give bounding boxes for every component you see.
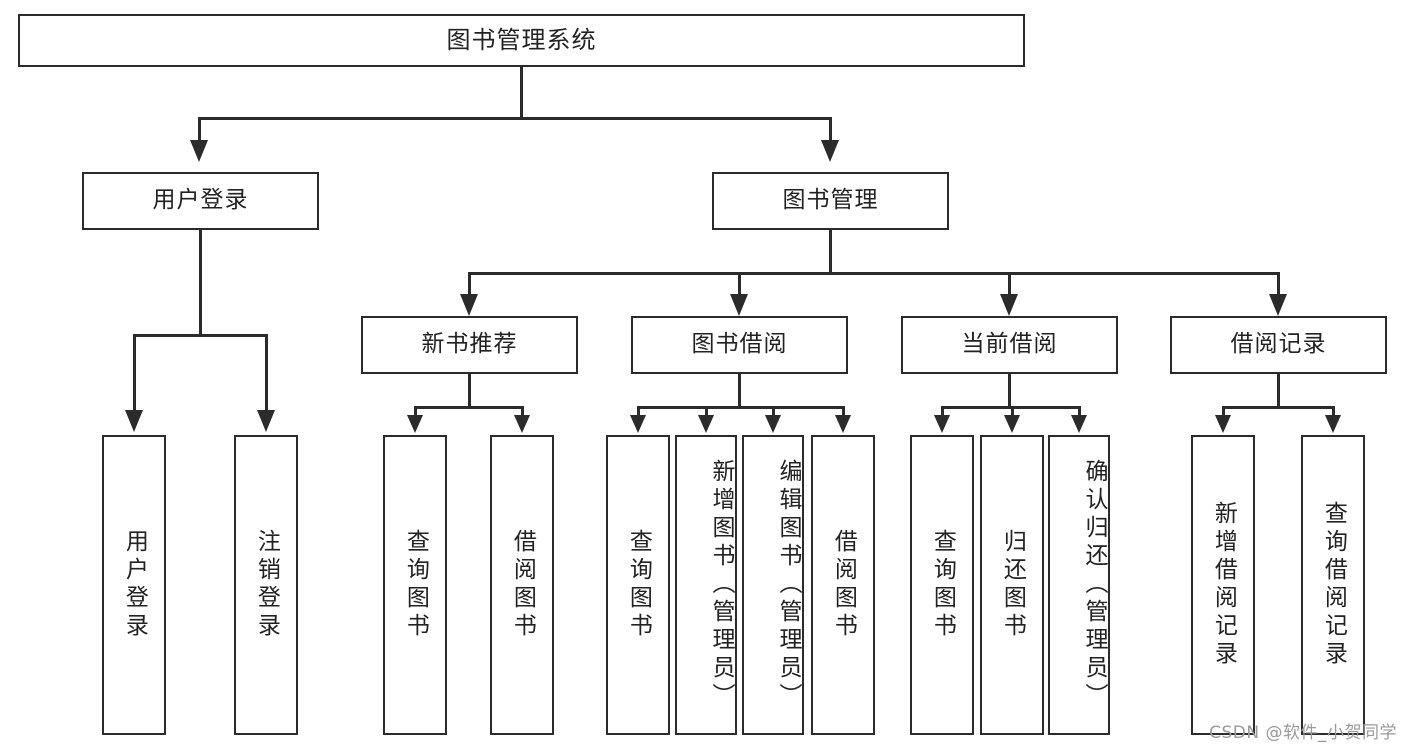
arrowhead-leaf-borrow-book-1 <box>514 415 530 433</box>
node-current-borrow[interactable]: 当前借阅 <box>901 316 1118 374</box>
edge-user-login-to-leaf-1 <box>133 334 136 412</box>
arrowhead-leaf-query-book-3 <box>934 415 950 433</box>
arrowhead-current-borrow <box>1000 294 1018 316</box>
edge-cb-stem <box>1008 374 1011 409</box>
leaf-add-book[interactable]: 新增图书（管理员） <box>675 435 737 735</box>
edge-root-stem <box>520 67 523 119</box>
edge-bm-to-book-borrow <box>738 272 741 296</box>
leaf-borrow-book-2[interactable]: 借阅图书 <box>811 435 875 735</box>
csdn-watermark: CSDN @软件_小贺同学 <box>1209 723 1397 743</box>
leaf-user-login[interactable]: 用户登录 <box>102 435 166 735</box>
edge-bm-to-borrow-record <box>1277 272 1280 296</box>
node-user-login[interactable]: 用户登录 <box>82 172 319 230</box>
leaf-query-record[interactable]: 查询借阅记录 <box>1301 435 1365 735</box>
edge-root-distributor <box>198 117 832 120</box>
edge-cb-to-leaf-3 <box>1078 406 1081 420</box>
leaf-edit-book[interactable]: 编辑图书（管理员） <box>742 435 804 735</box>
arrowhead-borrow-record <box>1269 294 1287 316</box>
arrowhead-leaf-user-login <box>125 410 143 432</box>
edge-nbr-stem <box>468 374 471 409</box>
edge-book-management-stem <box>829 230 832 274</box>
arrowhead-leaf-borrow-book-2 <box>835 415 851 433</box>
edge-user-login-to-leaf-2 <box>265 334 268 412</box>
node-book-management[interactable]: 图书管理 <box>712 172 949 230</box>
node-book-borrow[interactable]: 图书借阅 <box>631 316 848 374</box>
edge-nbr-distributor <box>414 406 524 409</box>
edge-user-login-distributor <box>133 334 268 337</box>
edge-cb-to-leaf-1 <box>941 406 944 420</box>
arrowhead-leaf-query-book-2 <box>630 415 646 433</box>
arrowhead-leaf-edit-book <box>765 415 781 433</box>
edge-bb-to-leaf-4 <box>842 406 845 420</box>
arrowhead-new-book-recommend <box>460 294 478 316</box>
arrowhead-book-management <box>821 140 839 162</box>
edge-nbr-to-leaf-1 <box>414 406 417 420</box>
arrowhead-book-borrow <box>730 294 748 316</box>
edge-bb-stem <box>738 374 741 409</box>
edge-root-to-user-login <box>198 117 201 142</box>
edge-bb-to-leaf-2 <box>705 406 708 420</box>
edge-br-distributor <box>1222 406 1335 409</box>
arrowhead-leaf-return-book <box>1004 415 1020 433</box>
leaf-add-record[interactable]: 新增借阅记录 <box>1191 435 1255 735</box>
edge-bm-to-current-borrow <box>1008 272 1011 296</box>
edge-br-stem <box>1277 374 1280 409</box>
edge-book-management-distributor <box>468 272 1280 275</box>
leaf-confirm-return[interactable]: 确认归还（管理员） <box>1048 435 1110 735</box>
edge-root-to-book-management <box>829 117 832 142</box>
edge-cb-to-leaf-2 <box>1011 406 1014 420</box>
arrowhead-leaf-query-book-1 <box>407 415 423 433</box>
edge-bb-distributor <box>637 406 845 409</box>
edge-bb-to-leaf-3 <box>772 406 775 420</box>
edge-nbr-to-leaf-2 <box>521 406 524 420</box>
arrowhead-leaf-confirm-return <box>1071 415 1087 433</box>
arrowhead-leaf-query-record <box>1325 415 1341 433</box>
edge-bm-to-new-book <box>468 272 471 296</box>
edge-user-login-stem <box>199 230 202 336</box>
leaf-return-book[interactable]: 归还图书 <box>980 435 1044 735</box>
arrowhead-user-login <box>190 140 208 162</box>
node-new-book-recommend[interactable]: 新书推荐 <box>361 316 578 374</box>
arrowhead-leaf-user-logout <box>257 410 275 432</box>
arrowhead-leaf-add-book <box>698 415 714 433</box>
leaf-user-logout[interactable]: 注销登录 <box>234 435 298 735</box>
edge-br-to-leaf-1 <box>1222 406 1225 420</box>
leaf-borrow-book-1[interactable]: 借阅图书 <box>490 435 554 735</box>
leaf-query-book-2[interactable]: 查询图书 <box>606 435 670 735</box>
arrowhead-leaf-add-record <box>1215 415 1231 433</box>
edge-bb-to-leaf-1 <box>637 406 640 420</box>
node-root-system[interactable]: 图书管理系统 <box>18 14 1025 67</box>
leaf-query-book-3[interactable]: 查询图书 <box>910 435 974 735</box>
node-borrow-record[interactable]: 借阅记录 <box>1170 316 1387 374</box>
leaf-query-book-1[interactable]: 查询图书 <box>383 435 447 735</box>
edge-br-to-leaf-2 <box>1332 406 1335 420</box>
